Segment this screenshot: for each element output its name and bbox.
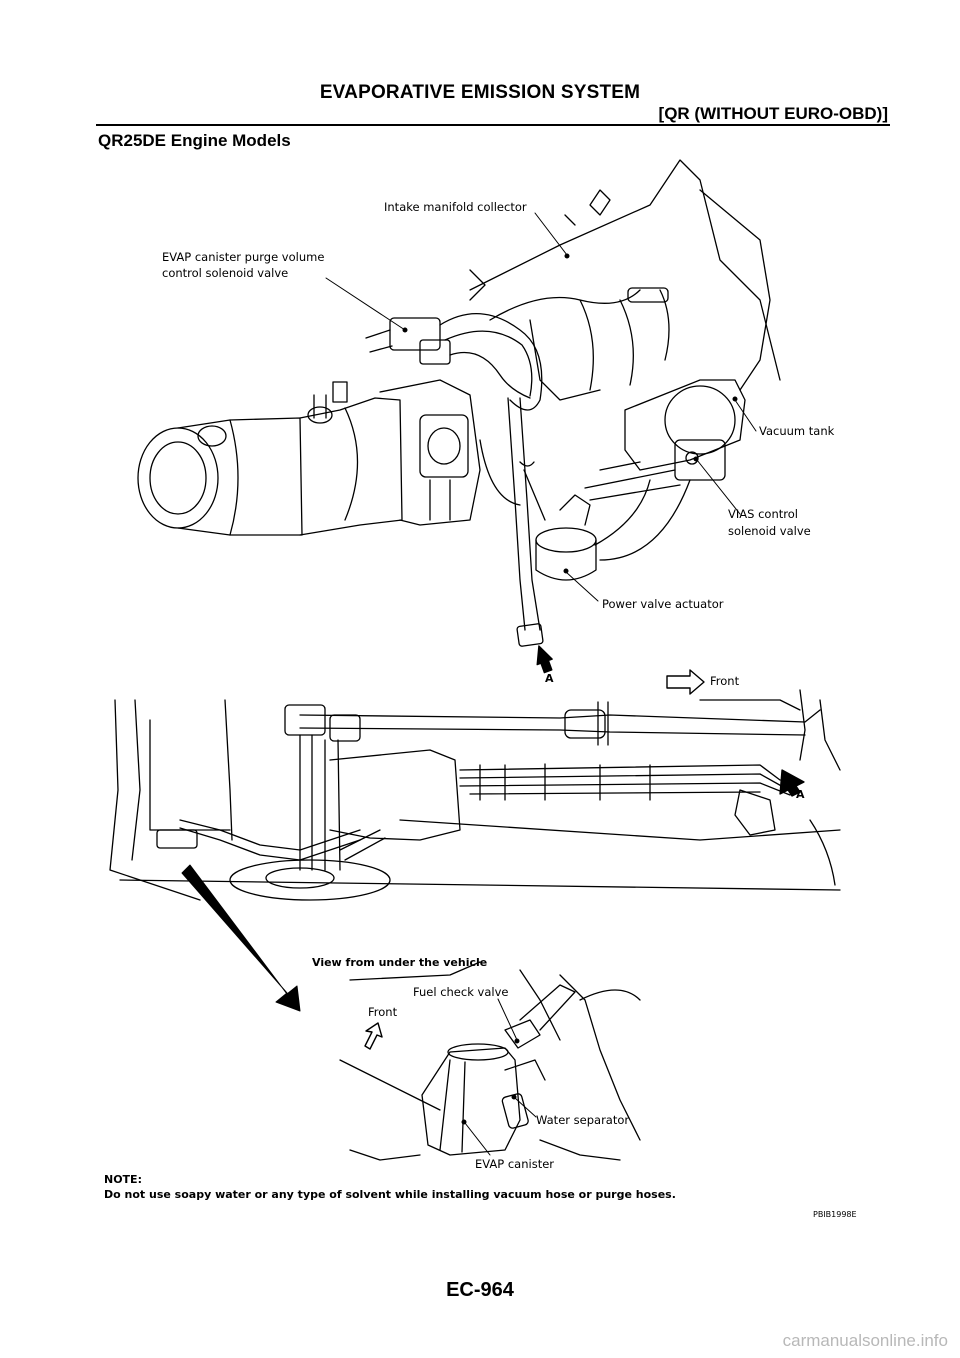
watermark: carmanualsonline.info bbox=[782, 1331, 948, 1350]
label-view-under: View from under the vehicle bbox=[312, 956, 487, 969]
label-fuel-check: Fuel check valve bbox=[413, 985, 508, 999]
label-front2: Front bbox=[368, 1005, 398, 1019]
note-block: NOTE: Do not use soapy water or any type… bbox=[104, 1172, 676, 1202]
label-front: Front bbox=[710, 674, 740, 688]
arrow-a-icon bbox=[536, 645, 553, 674]
label-purge-valve-1: EVAP canister purge volume bbox=[162, 250, 324, 264]
label-vias-2: solenoid valve bbox=[728, 524, 811, 538]
canister-leader-lines bbox=[461, 998, 537, 1156]
arrow-a2-icon bbox=[779, 769, 805, 797]
label-purge-valve-2: control solenoid valve bbox=[162, 266, 288, 280]
front-arrow2-icon bbox=[364, 1022, 383, 1050]
page-number: EC-964 bbox=[446, 1279, 514, 1301]
front-arrow-icon bbox=[666, 669, 705, 695]
pointer-arrow-icon bbox=[181, 864, 301, 1012]
header-rule bbox=[96, 124, 890, 126]
label-water-separator: Water separator bbox=[536, 1113, 629, 1127]
underbody-illustration bbox=[109, 689, 841, 901]
note-heading: NOTE: bbox=[104, 1173, 142, 1186]
canister-illustration bbox=[339, 961, 641, 1161]
section-title: QR25DE Engine Models bbox=[98, 131, 291, 150]
label-evap-canister: EVAP canister bbox=[475, 1157, 554, 1171]
label-power-valve: Power valve actuator bbox=[602, 597, 724, 611]
note-text: Do not use soapy water or any type of so… bbox=[104, 1188, 676, 1201]
engine-illustration bbox=[137, 159, 781, 647]
label-intake-manifold: Intake manifold collector bbox=[384, 200, 527, 214]
evap-system-diagram: Intake manifold collector EVAP canister … bbox=[109, 159, 841, 1171]
label-marker-a: A bbox=[545, 672, 554, 685]
label-vacuum-tank: Vacuum tank bbox=[759, 424, 835, 438]
figure-code: PBIB1998E bbox=[813, 1210, 857, 1219]
label-vias-1: VIAS control bbox=[728, 507, 798, 521]
page-header-title: EVAPORATIVE EMISSION SYSTEM bbox=[319, 82, 641, 103]
page-header-subtitle: [QR (WITHOUT EURO-OBD)] bbox=[658, 104, 888, 123]
label-marker-a2: A bbox=[796, 788, 805, 801]
engine-leader-lines bbox=[325, 212, 757, 602]
